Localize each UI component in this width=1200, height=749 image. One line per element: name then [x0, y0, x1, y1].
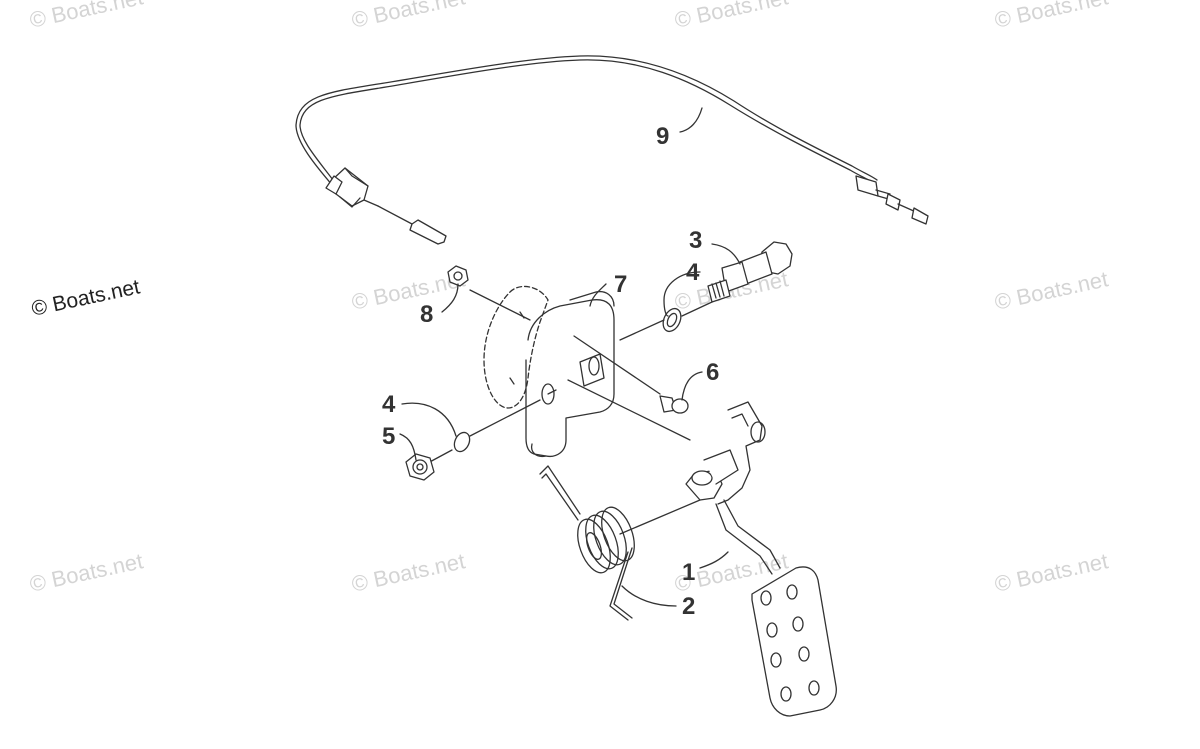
callout-4-lower: 4	[382, 391, 396, 418]
callout-9: 9	[656, 123, 669, 150]
bracket-gasket	[483, 285, 549, 409]
nut-top	[447, 265, 469, 287]
shoulder-bolt	[707, 241, 793, 303]
leader-5	[399, 433, 417, 461]
callout-2: 2	[682, 593, 695, 620]
leader-6	[681, 371, 703, 401]
leader-1	[699, 551, 729, 569]
leader-9	[679, 107, 703, 133]
callout-7: 7	[614, 271, 627, 298]
leader-8	[441, 283, 459, 313]
callout-8: 8	[420, 301, 433, 328]
leader-3	[711, 243, 741, 265]
callout-4-upper: 4	[686, 259, 700, 286]
callout-3: 3	[689, 227, 702, 254]
leader-4-lower	[401, 402, 457, 437]
lock-nut	[405, 453, 435, 481]
callout-6: 6	[706, 359, 719, 386]
screw	[659, 395, 689, 414]
o-ring-lower	[453, 431, 471, 453]
leader-4-upper	[663, 271, 701, 317]
assembly-line	[619, 319, 665, 341]
throttle-pedal	[685, 401, 837, 717]
leader-2	[621, 585, 677, 607]
leader-7	[589, 283, 607, 307]
callout-1: 1	[682, 559, 695, 586]
torsion-spring	[539, 465, 635, 621]
throttle-cable	[295, 55, 929, 245]
callout-5: 5	[382, 423, 395, 450]
pedal-bracket	[525, 290, 615, 458]
